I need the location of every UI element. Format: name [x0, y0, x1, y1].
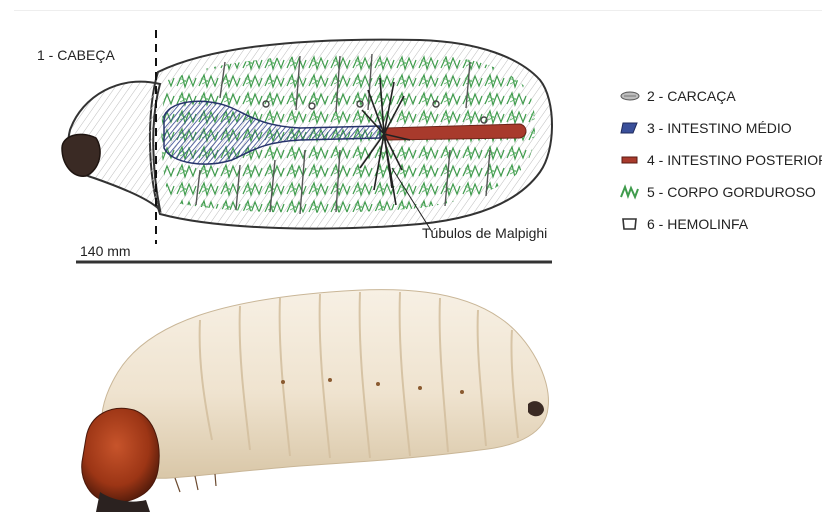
- legend-item-fat-body: 5 - CORPO GORDUROSO: [619, 176, 822, 208]
- legend-label: 6 - HEMOLINFA: [647, 216, 748, 232]
- legend-item-midgut: 3 - INTESTINO MÉDIO: [619, 112, 822, 144]
- hindgut-swatch-icon: [619, 152, 641, 168]
- carcass-swatch-icon: [619, 88, 641, 104]
- legend-label: 4 - INTESTINO POSTERIOR: [647, 152, 822, 168]
- legend-label: 2 - CARCAÇA: [647, 88, 736, 104]
- legend-item-carcass: 2 - CARCAÇA: [619, 80, 822, 112]
- tubules-label: Túbulos de Malpighi: [422, 225, 547, 241]
- legend-item-hindgut: 4 - INTESTINO POSTERIOR: [619, 144, 822, 176]
- midgut-swatch-icon: [619, 120, 641, 136]
- scale-label: 140 mm: [80, 243, 131, 259]
- fat-body-swatch-icon: [619, 184, 641, 200]
- hemolymph-swatch-icon: [619, 216, 641, 232]
- photo-larva-head: [82, 408, 159, 502]
- legend: 2 - CARCAÇA 3 - INTESTINO MÉDIO 4 - INTE…: [619, 80, 822, 240]
- legend-item-hemolymph: 6 - HEMOLINFA: [619, 208, 822, 240]
- legend-label: 3 - INTESTINO MÉDIO: [647, 120, 792, 136]
- legend-label: 5 - CORPO GORDUROSO: [647, 184, 816, 200]
- head-label: 1 - CABEÇA: [37, 47, 115, 63]
